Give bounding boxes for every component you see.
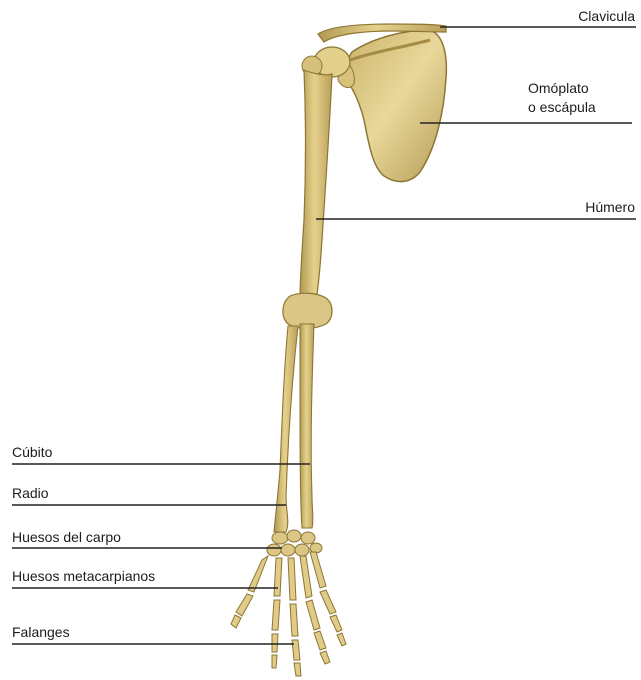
label-huesos-carpo: Huesos del carpo (12, 529, 121, 546)
hand-bones (231, 552, 346, 676)
radius-bone (274, 326, 298, 532)
label-humero: Húmero (585, 199, 635, 216)
label-clavicula: Clavicula (578, 8, 635, 25)
label-omoplato-line1: Omóplato (528, 80, 589, 97)
label-huesos-metacarpianos: Huesos metacarpianos (12, 568, 155, 585)
humerus-shaft (300, 70, 332, 300)
label-radio: Radio (12, 485, 49, 502)
label-falanges: Falanges (12, 624, 70, 641)
label-cubito: Cúbito (12, 444, 52, 461)
scapula-bone (340, 30, 446, 182)
elbow-joint (283, 293, 332, 328)
ulna-bone (300, 324, 314, 528)
label-omoplato-line2: o escápula (528, 99, 596, 116)
